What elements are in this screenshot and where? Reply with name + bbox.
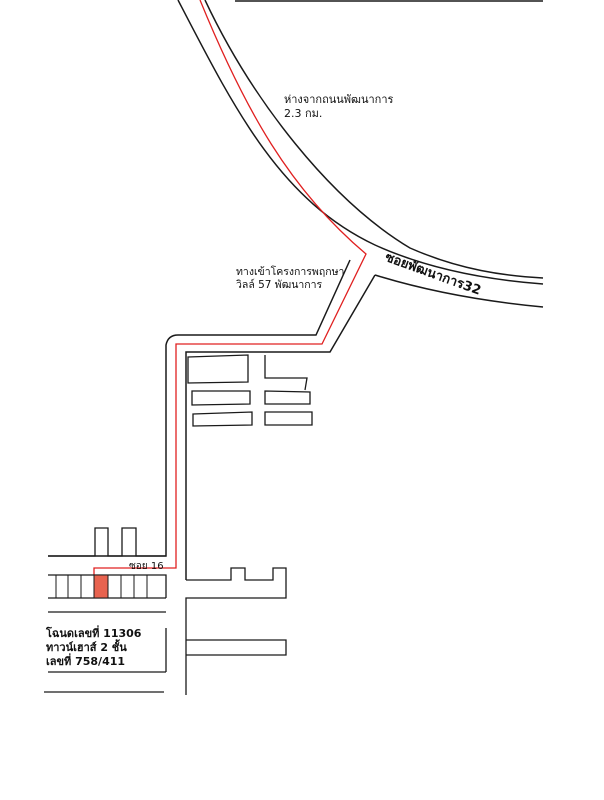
distance-note: ห่างจากถนนพัฒนาการ 2.3 กม. bbox=[284, 93, 393, 121]
block bbox=[192, 411, 253, 427]
alley-label: ซอย 16 bbox=[129, 561, 164, 572]
block bbox=[264, 411, 313, 426]
block bbox=[187, 354, 249, 384]
main-road-upper-edge bbox=[177, 0, 544, 285]
plot-type: ทาวน์เฮาส์ 2 ชั้น bbox=[46, 640, 127, 654]
block bbox=[191, 390, 251, 406]
block bbox=[264, 390, 311, 405]
block bbox=[264, 355, 308, 391]
alley-16-lower-edge bbox=[48, 574, 167, 598]
entrance-note-line2: วิลล์ 57 พัฒนาการ bbox=[236, 279, 323, 292]
right-lower-street bbox=[186, 639, 287, 656]
main-road-lower-edge bbox=[374, 274, 544, 308]
entrance-note: ทางเข้าโครงการพฤกษา วิลล์ 57 พัฒนาการ bbox=[236, 266, 344, 292]
entrance-road-left-edge bbox=[48, 259, 351, 557]
route-line bbox=[93, 0, 367, 575]
main-road-inner-edge bbox=[204, 0, 544, 279]
plot-deed: โฉนดเลขที่ 11306 bbox=[46, 627, 142, 640]
houses-upper-row bbox=[48, 527, 166, 557]
distance-note-line2: 2.3 กม. bbox=[284, 106, 323, 120]
target-townhouse bbox=[93, 574, 109, 599]
entrance-road-right-edge bbox=[185, 274, 376, 580]
plot-house-number: เลขที่ 758/411 bbox=[46, 654, 126, 668]
entrance-note-line1: ทางเข้าโครงการพฤกษา bbox=[236, 266, 345, 278]
distance-note-line1: ห่างจากถนนพัฒนาการ bbox=[284, 93, 394, 106]
right-lower-blocks bbox=[185, 567, 287, 695]
plot-info: โฉนดเลขที่ 11306 ทาวน์เฮาส์ 2 ชั้น เลขที… bbox=[46, 627, 141, 668]
